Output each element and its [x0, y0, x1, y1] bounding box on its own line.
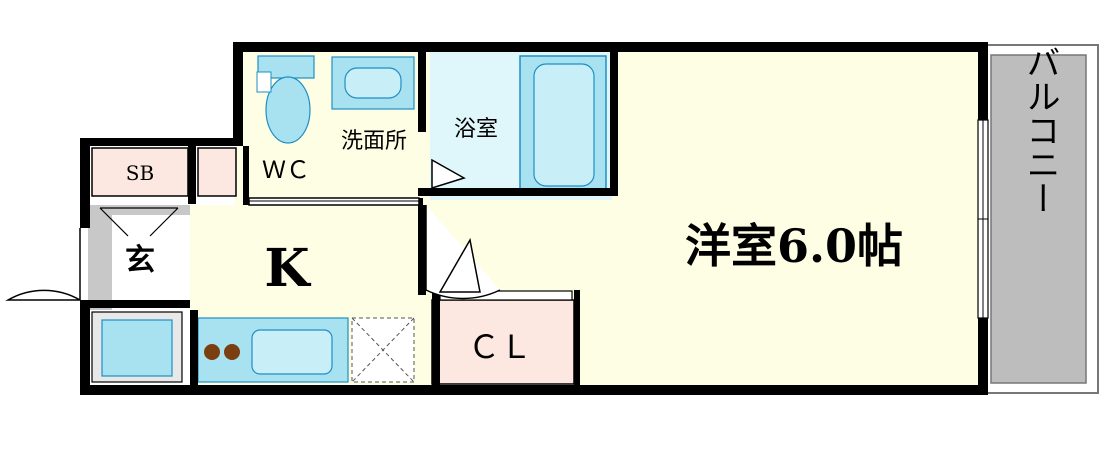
bath-door-marker	[431, 158, 466, 190]
shoe-box	[91, 147, 189, 197]
stove-burner	[224, 344, 240, 360]
washroom-label: 洗面所	[341, 129, 407, 154]
doors	[5, 158, 501, 302]
side-cabinet	[197, 147, 237, 197]
closet-label: ＣＬ	[468, 328, 532, 366]
balcony	[979, 44, 1099, 394]
labels: 洋室6.0帖 K 玄 洗面所 浴室 ＷＣ ＣＬ SB バルコニー	[125, 45, 1060, 366]
door-marker	[438, 237, 481, 293]
entrance-door-swing	[5, 228, 81, 302]
shoe-box-label: SB	[126, 161, 154, 185]
stove-burner	[204, 344, 220, 360]
fixtures	[91, 55, 607, 383]
entry-bifold	[99, 207, 179, 237]
kitchen-sink	[251, 329, 333, 375]
storage-units	[91, 147, 575, 385]
closet	[431, 299, 575, 385]
western-room-label: 洋室6.0帖	[685, 219, 903, 273]
washbasin-bowl	[344, 67, 402, 99]
toilet-label: ＷＣ	[262, 156, 310, 184]
bathtub-inner	[533, 63, 595, 187]
toilet-paper	[256, 71, 272, 93]
balcony-label: バルコニー	[1020, 45, 1060, 215]
toilet-bowl	[265, 76, 311, 144]
washing-machine	[101, 319, 173, 377]
entrance-label: 玄	[125, 243, 155, 278]
balcony-sash	[977, 119, 989, 319]
entrance-white	[112, 215, 190, 310]
kitchen-label: K	[264, 238, 311, 299]
bath-label: 浴室	[454, 117, 498, 142]
